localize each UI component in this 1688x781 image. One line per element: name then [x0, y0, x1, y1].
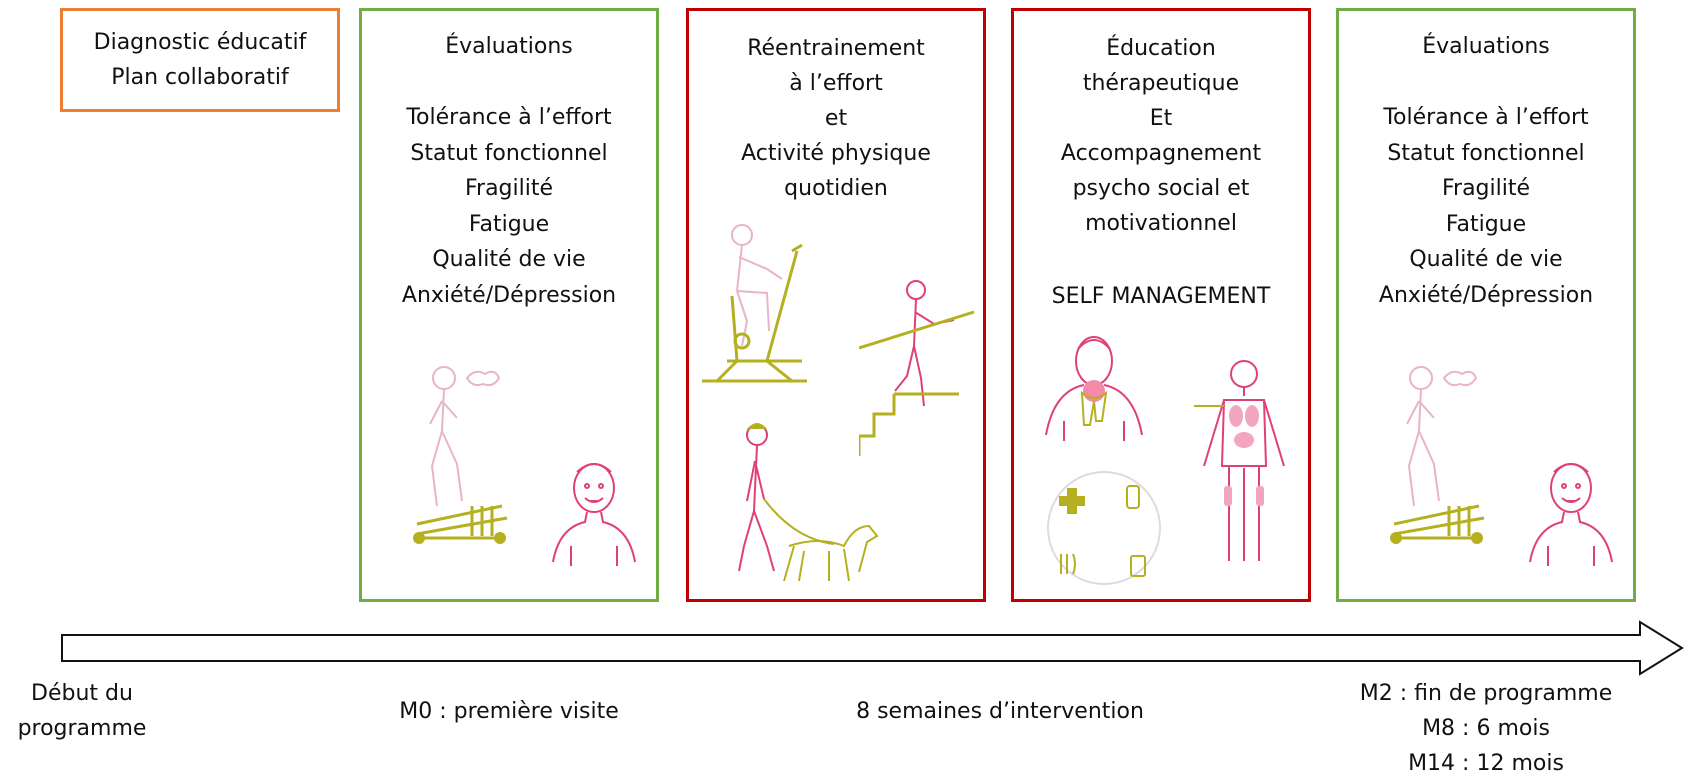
education-line: psycho social et: [1072, 176, 1250, 201]
evaluation-item: Tolérance à l’effort: [1383, 105, 1589, 130]
evaluations-start-title: Évaluations: [445, 34, 573, 59]
evaluations-end-title: Évaluations: [1422, 34, 1550, 59]
evaluations-end-list: Tolérance à l’effort Statut fonctionnel …: [1339, 100, 1633, 313]
face-icon: [1529, 463, 1613, 566]
evaluation-item: Anxiété/Dépression: [1378, 282, 1594, 308]
start-label-line: programme: [17, 716, 147, 741]
dog-walking-icon: [738, 423, 879, 582]
start-label-line: Début du: [31, 681, 133, 706]
education-line: Éducation: [1106, 36, 1216, 61]
education-box: Éducation thérapeutique Et Accompagnemen…: [1011, 8, 1311, 602]
sore-throat-person-icon: [1045, 336, 1143, 441]
education-title: Éducation thérapeutique Et Accompagnemen…: [1014, 31, 1308, 241]
evaluation-item: Fragilité: [464, 176, 554, 201]
evaluation-item: Qualité de vie: [432, 247, 586, 272]
milestone-m2: M2 : fin de programme: [1359, 681, 1613, 706]
stairs-climbing-icon: [859, 280, 975, 456]
education-line: Accompagnement: [1060, 141, 1262, 166]
anatomy-body-icon: [1194, 360, 1285, 561]
training-line: et: [824, 106, 848, 131]
milestone-m8: M8 : 6 mois: [1422, 716, 1550, 741]
training-line: à l’effort: [789, 71, 883, 96]
breathing-stepper-person-icon: [1390, 366, 1485, 544]
duration-label: 8 semaines d’intervention: [856, 699, 1144, 724]
evaluation-item: Qualité de vie: [1409, 247, 1563, 272]
training-box: Réentrainement à l’effort et Activité ph…: [686, 8, 986, 602]
timeline-arrow: [61, 620, 1684, 676]
diagnostic-title: Diagnostic éducatif: [93, 30, 307, 55]
evaluations-start-list: Tolérance à l’effort Statut fonctionnel …: [362, 100, 656, 313]
diagnostic-box: Diagnostic éducatif Plan collaboratif: [60, 8, 340, 112]
training-line: quotidien: [784, 176, 888, 201]
exercise-bike-icon: [702, 224, 807, 383]
training-title: Réentrainement à l’effort et Activité ph…: [689, 31, 983, 206]
evaluation-item: Fragilité: [1441, 176, 1531, 201]
diagnostic-subtitle: Plan collaboratif: [111, 65, 289, 90]
evaluation-item: Statut fonctionnel: [410, 140, 608, 166]
training-line: Activité physique: [741, 141, 931, 166]
m0-label: M0 : première visite: [399, 699, 619, 724]
education-line: thérapeutique: [1082, 71, 1240, 96]
breathing-stepper-person-icon: [413, 366, 508, 544]
evaluation-item: Tolérance à l’effort: [406, 105, 612, 130]
milestones-label: M2 : fin de programme M8 : 6 mois M14 : …: [1336, 676, 1636, 781]
training-line: Réentrainement: [747, 36, 925, 61]
start-label: Début du programme: [0, 676, 164, 746]
milestone-m14: M14 : 12 mois: [1408, 751, 1564, 776]
evaluation-item: Anxiété/Dépression: [401, 282, 617, 308]
self-management-label: SELF MANAGEMENT: [1051, 284, 1271, 309]
education-line: Et: [1149, 106, 1173, 131]
education-line: motivationnel: [1085, 211, 1237, 236]
health-items-circle-icon: [1047, 471, 1161, 585]
evaluations-end-box: Évaluations Tolérance à l’effort Statut …: [1336, 8, 1636, 602]
evaluation-item: Statut fonctionnel: [1387, 140, 1585, 166]
face-icon: [552, 463, 636, 566]
evaluations-start-box: Évaluations Tolérance à l’effort Statut …: [359, 8, 659, 602]
evaluation-item: Fatigue: [468, 211, 550, 237]
evaluation-item: Fatigue: [1445, 211, 1527, 237]
